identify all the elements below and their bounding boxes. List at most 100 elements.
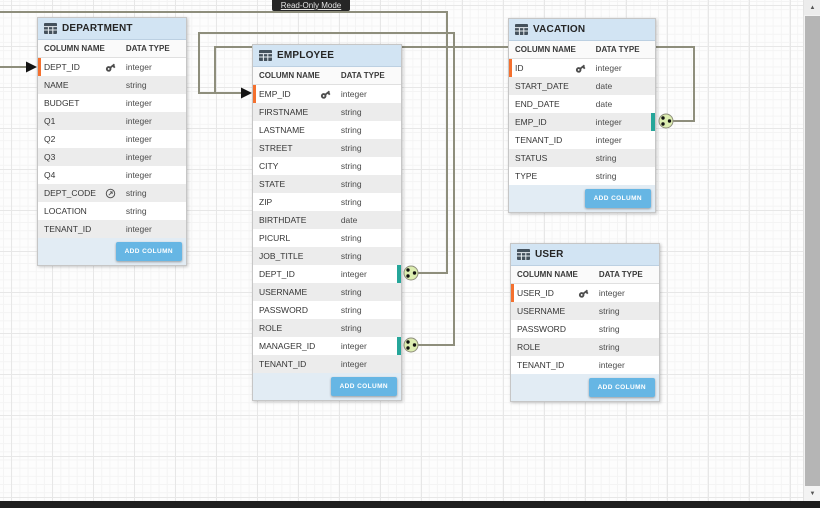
column-name: LASTNAME xyxy=(259,125,305,135)
vertical-scrollbar-thumb[interactable] xyxy=(805,16,820,486)
column-data-type: integer xyxy=(125,224,152,234)
relationship-arrow-employee-empid xyxy=(241,87,252,99)
column-name: CITY xyxy=(259,161,279,171)
column-row-username[interactable]: USERNAME string xyxy=(511,302,659,320)
table-header[interactable]: EMPLOYEE xyxy=(253,45,401,67)
column-data-type: integer xyxy=(340,359,367,369)
relationship-connector-employee-managerid[interactable] xyxy=(403,337,419,353)
table-footer: ADD COLUMN xyxy=(509,185,655,212)
column-data-type: string xyxy=(340,107,362,117)
column-name: TYPE xyxy=(515,171,538,181)
table-header[interactable]: DEPARTMENT xyxy=(38,18,186,40)
column-headers: COLUMN NAME DATA TYPE xyxy=(38,40,186,58)
foreign-key-indicator xyxy=(651,113,655,131)
entity-table-department[interactable]: DEPARTMENT COLUMN NAME DATA TYPE DEPT_ID… xyxy=(37,17,187,266)
column-data-type: string xyxy=(340,287,362,297)
table-icon xyxy=(44,23,57,34)
table-title: USER xyxy=(535,249,564,260)
vertical-scrollbar[interactable]: ▲ ▼ xyxy=(803,0,820,501)
add-column-button[interactable]: ADD COLUMN xyxy=(330,377,397,396)
column-name: ZIP xyxy=(259,197,273,207)
column-name: PICURL xyxy=(259,233,291,243)
column-name: USER_ID xyxy=(511,288,597,299)
column-name: END_DATE xyxy=(515,99,560,109)
column-name-header: COLUMN NAME xyxy=(515,45,576,54)
scrollbar-down-icon[interactable]: ▼ xyxy=(804,486,820,501)
table-header[interactable]: USER xyxy=(511,244,659,266)
auto-generated-icon xyxy=(105,188,116,199)
horizontal-scrollbar[interactable] xyxy=(0,501,820,508)
column-name: TENANT_ID xyxy=(517,360,565,370)
column-name: PASSWORD xyxy=(517,324,566,334)
add-column-button[interactable]: ADD COLUMN xyxy=(584,189,651,208)
primary-key-icon xyxy=(575,63,586,74)
add-column-button[interactable]: ADD COLUMN xyxy=(115,242,182,261)
add-column-button[interactable]: ADD COLUMN xyxy=(588,378,655,397)
column-data-type: integer xyxy=(340,89,367,99)
relationship-connector-employee-deptid[interactable] xyxy=(403,265,419,281)
column-name: TENANT_ID xyxy=(259,359,307,369)
primary-key-indicator xyxy=(253,85,256,103)
table-header[interactable]: VACATION xyxy=(509,19,655,41)
column-data-type: integer xyxy=(340,341,367,351)
column-data-type: integer xyxy=(125,98,152,108)
column-row-manager_id[interactable]: MANAGER_ID integer xyxy=(253,337,401,355)
column-name: MANAGER_ID xyxy=(259,341,316,351)
column-data-type: string xyxy=(125,188,147,198)
column-row-tenant_id[interactable]: TENANT_ID integer xyxy=(38,220,186,238)
column-data-type: integer xyxy=(598,288,625,298)
read-only-mode-tooltip: Read-Only Mode xyxy=(272,0,350,11)
read-only-mode-label: Read-Only Mode xyxy=(280,1,342,10)
column-name: LOCATION xyxy=(44,206,87,216)
column-name: TENANT_ID xyxy=(44,224,92,234)
scrollbar-up-icon[interactable]: ▲ xyxy=(804,0,820,15)
column-name: DEPT_CODE xyxy=(38,188,124,199)
column-name: USERNAME xyxy=(517,306,566,316)
relationship-connector-vacation-empid[interactable] xyxy=(658,113,674,129)
column-data-type: string xyxy=(598,306,620,316)
column-name: Q1 xyxy=(44,116,56,126)
column-data-type: date xyxy=(595,99,613,109)
data-type-header: DATA TYPE xyxy=(598,270,643,279)
column-row-tenant_id[interactable]: TENANT_ID integer xyxy=(253,355,401,373)
table-footer: ADD COLUMN xyxy=(38,238,186,265)
column-row-end_date[interactable]: END_DATE date xyxy=(509,95,655,113)
